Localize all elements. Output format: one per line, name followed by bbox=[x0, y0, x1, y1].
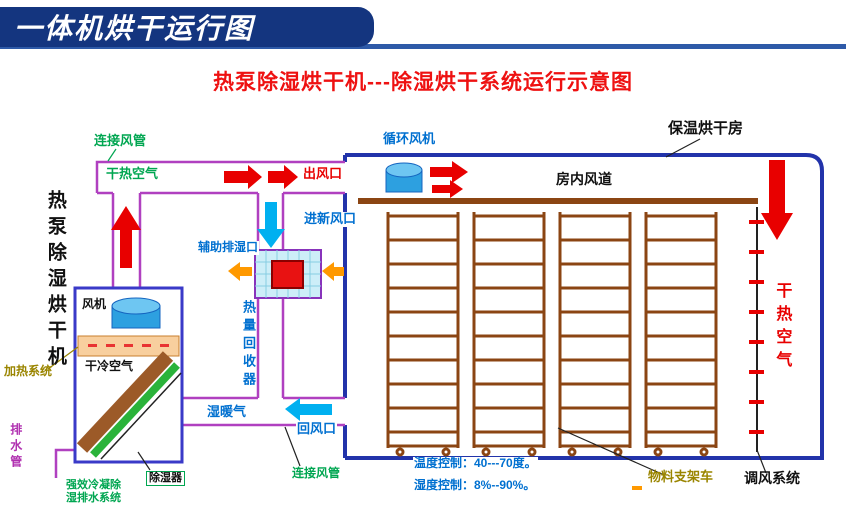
header-banner: 一体机烘干运行图 bbox=[0, 7, 374, 47]
label-air-adjust-system: 调风系统 bbox=[744, 470, 800, 486]
label-dry-hot-air-right: 干热空气 bbox=[773, 282, 791, 374]
heat-pump-fan bbox=[111, 297, 161, 329]
label-circulation-fan: 循环风机 bbox=[383, 131, 436, 146]
red-arrow-down-big bbox=[761, 160, 793, 240]
label-fan: 风机 bbox=[82, 297, 107, 311]
label-temp-control: 温度控制：40---70度。 bbox=[413, 456, 538, 471]
label-heating-system: 加热系统 bbox=[4, 364, 53, 378]
air-adjust-ticks bbox=[749, 220, 764, 434]
red-arrow-right-4 bbox=[432, 180, 463, 198]
label-humidity-control: 湿度控制：8%--90%。 bbox=[413, 478, 537, 493]
label-material-rack-cart: 物料支架车 bbox=[648, 469, 714, 484]
heat-recovery-unit bbox=[254, 249, 322, 299]
label-dehumidifier: 除湿器 bbox=[146, 471, 185, 486]
drain-pipe-line bbox=[54, 448, 75, 478]
orange-arrow-into-recovery bbox=[322, 262, 344, 281]
label-fresh-air-inlet: 进新风口 bbox=[303, 211, 358, 227]
material-racks bbox=[386, 212, 718, 457]
cool-air-arrows bbox=[257, 202, 332, 421]
label-dry-hot-air-top: 干热空气 bbox=[106, 166, 159, 181]
red-arrow-right-2 bbox=[268, 165, 298, 189]
label-room-duct: 房内风道 bbox=[556, 171, 612, 187]
leader-lines bbox=[137, 138, 767, 476]
hot-air-arrows bbox=[111, 160, 793, 268]
label-connect-duct-top: 连接风管 bbox=[94, 133, 147, 148]
red-arrow-right-1 bbox=[224, 165, 262, 189]
red-arrow-right-3 bbox=[430, 161, 468, 183]
label-outlet: 出风口 bbox=[303, 166, 343, 181]
heating-element bbox=[77, 335, 180, 357]
label-dry-cold-air: 干冷空气 bbox=[85, 359, 134, 373]
page-title: 一体机烘干运行图 bbox=[14, 14, 255, 45]
label-wet-warm-air: 湿暖气 bbox=[206, 404, 248, 420]
label-connect-duct-bottom: 连接风管 bbox=[291, 466, 342, 481]
orange-arrow-exhaust-out bbox=[228, 262, 252, 281]
header-underline bbox=[0, 44, 846, 49]
label-aux-dehumid-port: 辅助排湿口 bbox=[197, 240, 260, 255]
orange-dash-marker bbox=[632, 486, 642, 490]
label-condensate-system: 强效冷凝除 湿排水系统 bbox=[66, 479, 121, 504]
cyan-arrow-down-fresh bbox=[257, 202, 285, 248]
cyan-arrow-left-return bbox=[285, 398, 332, 421]
circulation-fan-body bbox=[385, 162, 423, 193]
condenser-coil bbox=[76, 351, 182, 460]
label-unit-name: 热泵除湿烘干机 bbox=[44, 190, 66, 372]
red-arrow-up bbox=[111, 206, 141, 268]
exhaust-arrows bbox=[228, 262, 642, 490]
leader-heating bbox=[47, 346, 79, 370]
label-drain-pipe: 排水管 bbox=[8, 423, 23, 471]
label-heat-recovery: 热量回收器 bbox=[240, 300, 256, 390]
label-return-air-port: 回风口 bbox=[296, 421, 338, 437]
diagram-title: 热泵除湿烘干机---除湿烘干系统运行示意图 bbox=[213, 71, 633, 94]
label-insulated-room: 保温烘干房 bbox=[668, 120, 744, 137]
leader-duct-top bbox=[107, 148, 117, 162]
